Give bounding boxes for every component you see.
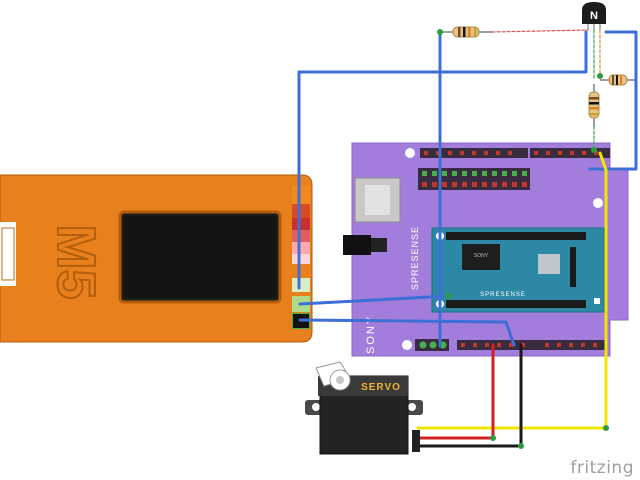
spresense-brand-label: SONY (365, 315, 377, 354)
spresense-sub-board: SONY SPRESENSE (431, 227, 605, 313)
wire-yellow (416, 151, 608, 430)
fritzing-watermark: fritzing (570, 458, 634, 478)
resistor-2 (600, 74, 636, 86)
transistor-label: N (590, 10, 598, 22)
servo-motor: SERVO (305, 361, 423, 455)
wire-blue-1 (297, 30, 588, 290)
wire-red (416, 343, 495, 440)
spresense-sub-chip-brand: SONY (474, 253, 489, 259)
resistor-3 (588, 84, 600, 126)
m5-logo: M5 (46, 224, 106, 299)
wire-blue-3 (588, 30, 638, 171)
spresense-sub-label: SPRESENSE (480, 292, 526, 298)
wire-blue-4 (298, 294, 450, 306)
wire-endpoints (437, 29, 609, 449)
npn-transistor: N (582, 2, 606, 30)
wire-blue-5 (298, 318, 516, 347)
resistor-1 (440, 26, 492, 38)
spresense-main-label: SPRESENSE (410, 226, 420, 290)
wire-black (416, 343, 523, 448)
servo-label: SERVO (361, 382, 401, 393)
m5-board: M5 (0, 174, 313, 343)
wire-dashed-red (491, 29, 589, 33)
